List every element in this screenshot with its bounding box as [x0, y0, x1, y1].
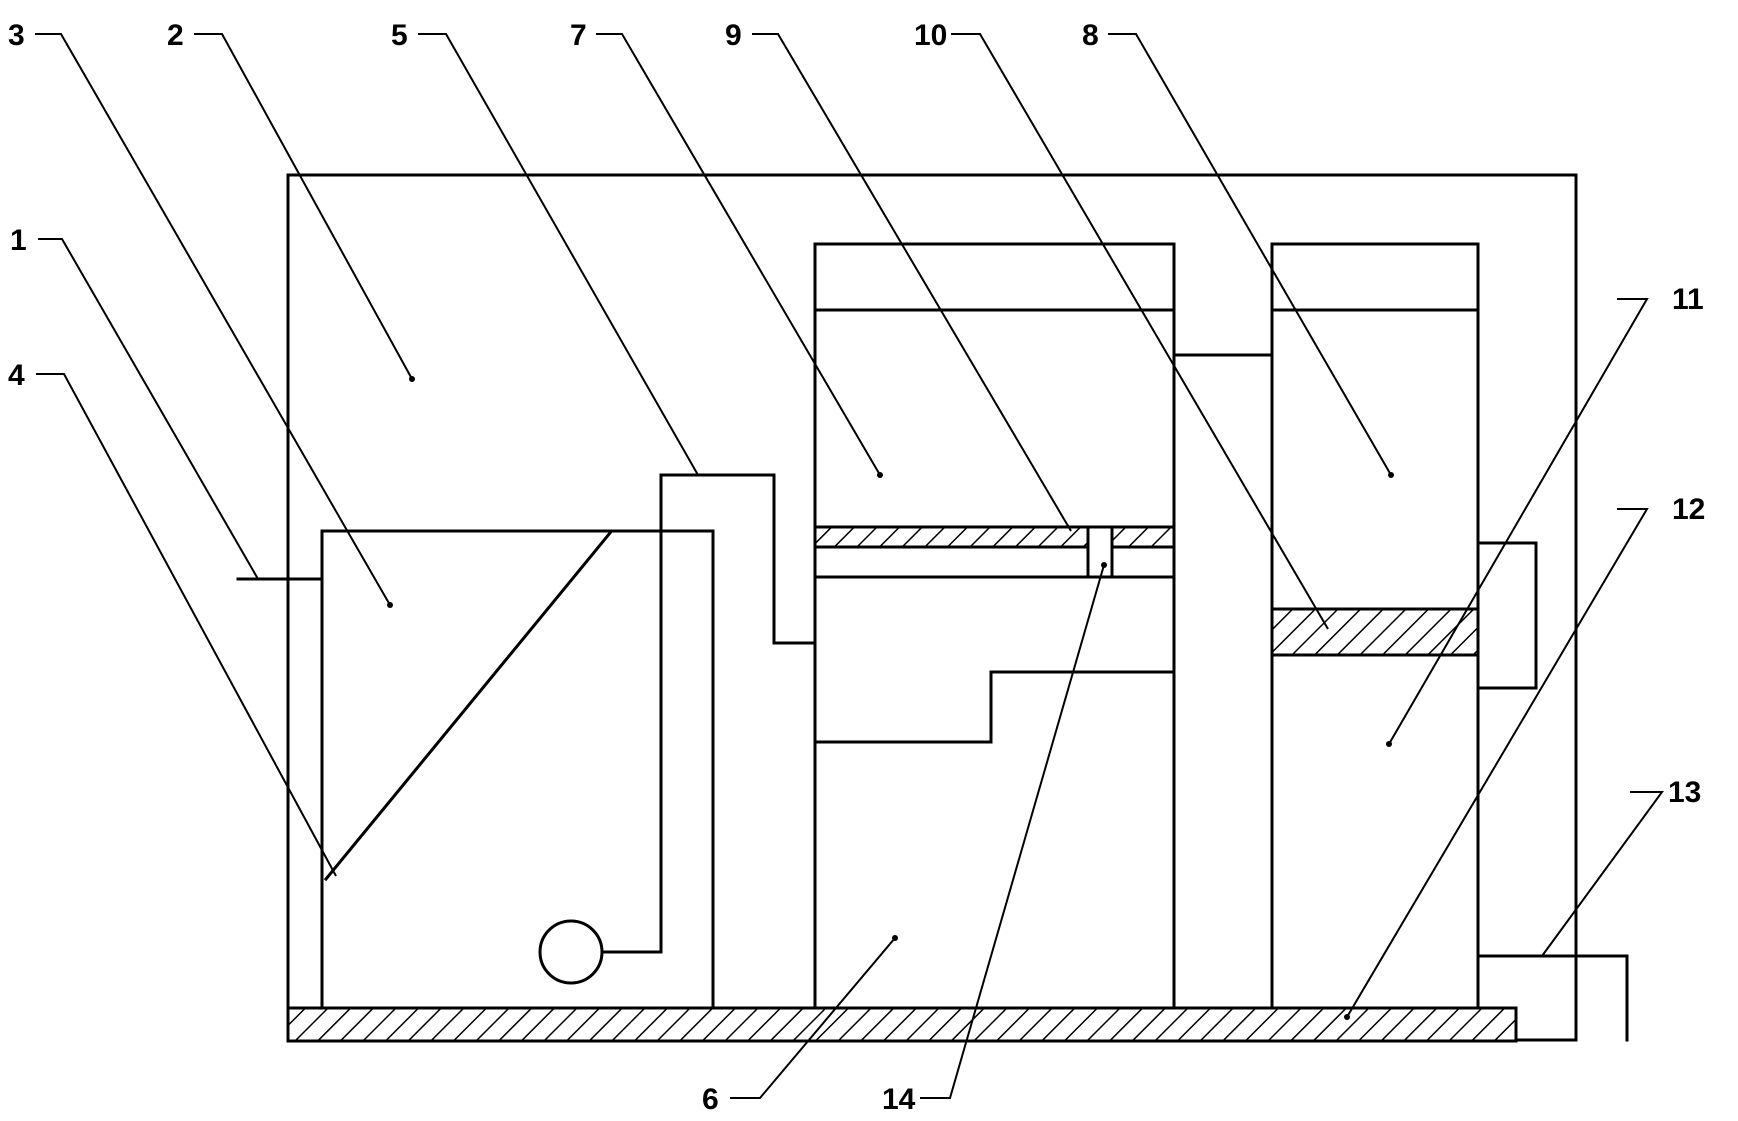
label-6: 6 — [702, 1083, 719, 1116]
label-5: 5 — [391, 19, 408, 52]
leader-6 — [730, 937, 896, 1099]
leader-14 — [920, 564, 1105, 1099]
leader-13 — [1541, 791, 1664, 957]
leader-9 — [752, 33, 1072, 532]
outlet-pipe — [1476, 954, 1629, 1042]
leader-2 — [194, 33, 413, 380]
middle-column — [813, 242, 1176, 1010]
leader-4 — [36, 373, 337, 877]
left-tank — [320, 529, 715, 1010]
leader-3-dot — [387, 602, 393, 608]
leader-10 — [951, 33, 1329, 630]
step-plate — [813, 670, 1176, 744]
label-7: 7 — [570, 19, 587, 52]
label-2: 2 — [167, 19, 184, 52]
leader-8-dot — [1388, 472, 1394, 478]
label-13: 13 — [1668, 776, 1701, 809]
leader-7-dot — [877, 472, 883, 478]
label-8: 8 — [1082, 19, 1099, 52]
leader-11-dot — [1386, 741, 1392, 747]
pump-ball — [538, 919, 604, 985]
label-1: 1 — [10, 224, 27, 257]
label-9: 9 — [725, 19, 742, 52]
leader-2-dot — [409, 376, 415, 382]
label-10: 10 — [914, 19, 947, 52]
right-filter-layer — [1270, 607, 1480, 657]
label-11: 11 — [1672, 283, 1704, 316]
leader-1 — [38, 238, 259, 580]
label-14: 14 — [882, 1083, 916, 1116]
label-3: 3 — [8, 19, 25, 52]
leader-5 — [418, 33, 699, 476]
label-4: 4 — [8, 359, 25, 392]
label-12: 12 — [1672, 493, 1705, 526]
leader-3 — [35, 33, 391, 606]
base-plate — [286, 1006, 1518, 1043]
leader-7 — [596, 33, 881, 476]
leader-6-dot — [892, 935, 898, 941]
leader-14-dot — [1101, 562, 1107, 568]
leader-11 — [1388, 298, 1649, 745]
middle-filter-layer — [813, 525, 1176, 549]
small-valve — [1086, 525, 1114, 579]
transfer-pipe — [600, 473, 817, 954]
leader-12 — [1346, 508, 1649, 1018]
leader-12-dot — [1344, 1014, 1350, 1020]
diagonal-baffle — [323, 530, 613, 882]
side-bracket — [1476, 541, 1538, 690]
leader-8 — [1108, 33, 1392, 476]
